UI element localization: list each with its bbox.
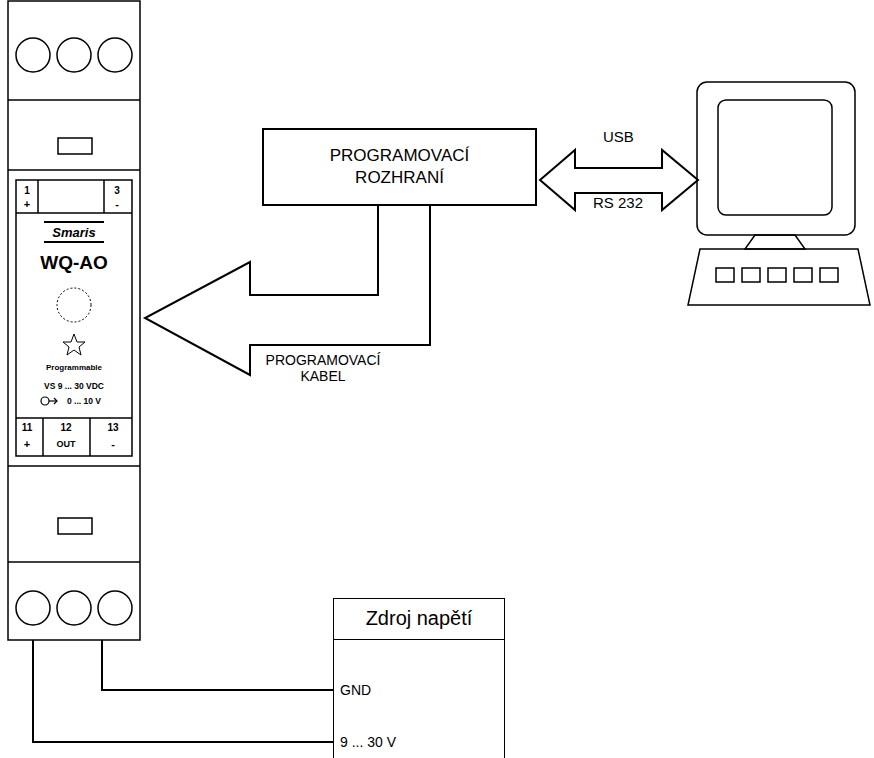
panel-label: 1 [24,186,30,196]
panel-line [16,417,132,419]
power-wire [102,640,333,690]
computer-icon [688,82,870,305]
terminal-screw [57,591,91,625]
panel-label: + [24,199,30,210]
interface-label: USB [603,128,634,145]
led-window [57,288,91,322]
panel-label: 12 [60,423,71,433]
terminal-screw [16,38,50,72]
panel-line [103,180,105,213]
terminal-screw [57,38,91,72]
interface-label: RS 232 [593,194,643,211]
key [820,268,838,282]
interface-box: PROGRAMOVACÍ ROZHRANÍ [262,128,537,206]
screen [718,100,832,215]
key [768,268,786,282]
front-panel [16,180,132,456]
panel-line [16,212,132,214]
panel-label: 0 ... 10 V [67,397,101,406]
panel-label: + [24,439,30,450]
header-line [334,639,504,640]
edge-label: PROGRAMOVACÍ KABEL [263,352,383,384]
terminal-screw [16,591,50,625]
panel-label: 3 [114,186,120,196]
box-title: PROGRAMOVACÍ ROZHRANÍ [315,145,485,189]
logo-line [44,241,104,243]
panel-label: - [115,199,119,210]
key [716,268,734,282]
power-supply-box: Zdroj napětíGND 9 ... 30 V [333,598,505,758]
cable-arrow [145,206,430,375]
output-symbol [41,397,49,405]
panel-label: Programmable [46,364,102,372]
panel-line [37,180,39,213]
module-housing [8,1,140,640]
housing-line [8,99,140,101]
power-wire [33,640,333,742]
logo-line [44,221,104,223]
star-icon [63,334,85,355]
rail-slot [58,518,92,534]
panel-label: 11 [22,423,33,433]
panel-label: VS 9 ... 30 VDC [44,382,104,391]
key [742,268,760,282]
housing-line [8,561,140,563]
panel-label: Smaris [52,226,95,239]
terminal-label: GND [340,682,371,698]
key [794,268,812,282]
panel-line [89,418,91,456]
rail-slot [58,138,92,154]
monitor-stand [745,235,805,249]
terminal-screw [98,591,132,625]
monitor [697,82,855,235]
panel-label: OUT [57,440,76,449]
housing-line [8,169,140,171]
din-module [8,1,140,640]
panel-label: - [111,439,115,450]
terminal-screw [98,38,132,72]
box-title: Zdroj napětí [334,607,504,630]
housing-line [8,465,140,467]
panel-label: WQ-AO [40,253,108,272]
panel-label: 13 [107,423,118,433]
din-module: 1 +3 - SmarisWQ-AO Programmable VS 9 ... 30 V… [8,1,140,640]
terminal-label: 9 ... 30 V [340,734,396,750]
panel-line [42,418,44,456]
output-symbol [54,398,57,404]
keyboard [688,249,870,305]
